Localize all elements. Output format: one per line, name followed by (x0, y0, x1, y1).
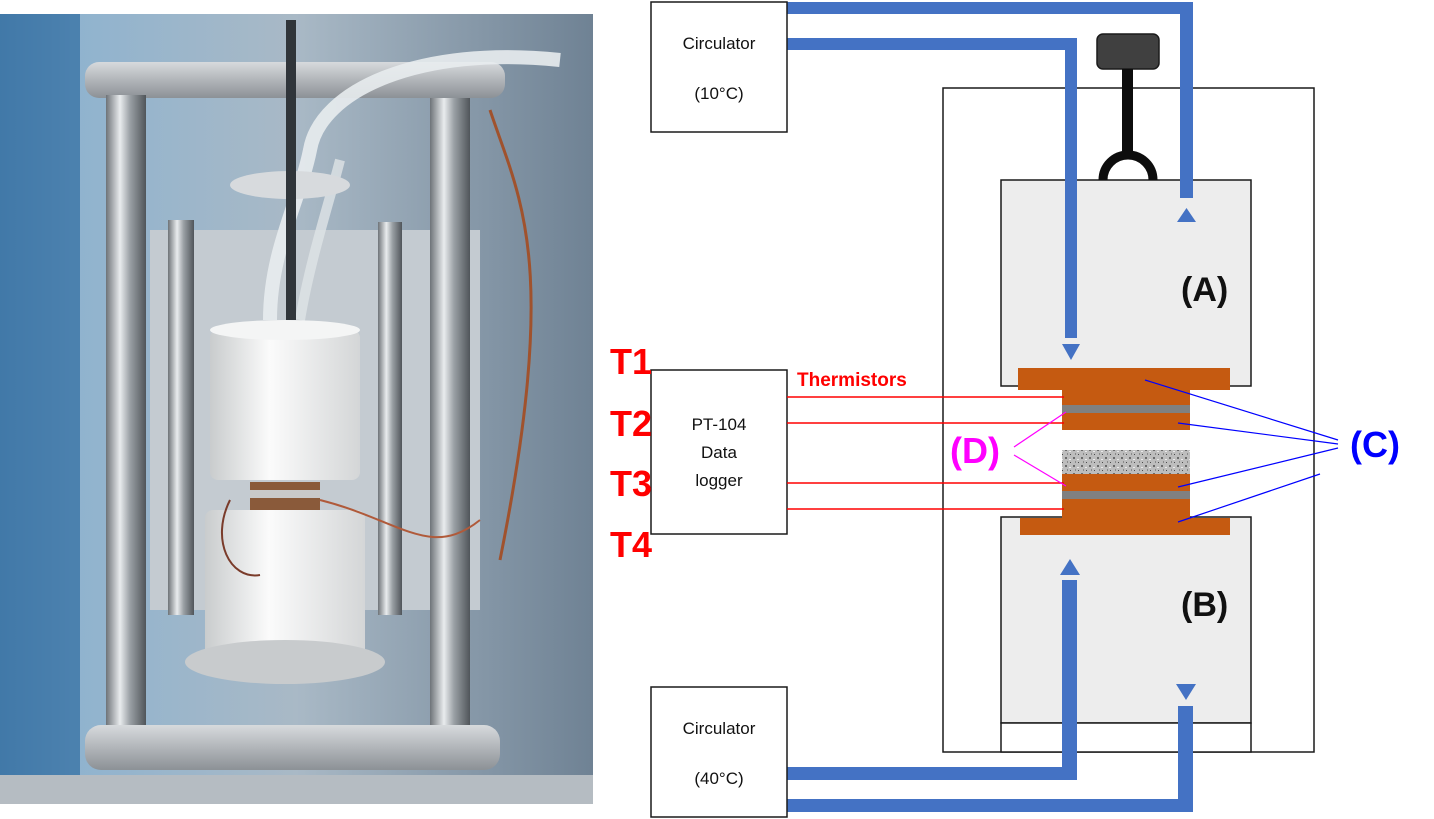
sample-specimen (1062, 450, 1190, 474)
apparatus-photo (0, 14, 593, 804)
label-c: (C) (1350, 424, 1400, 465)
chamber-b-base (1000, 722, 1252, 753)
label-d: (D) (950, 430, 1000, 471)
copper-plates (1018, 368, 1230, 535)
coolant-pipes (787, 2, 1196, 812)
logger-line3: logger (695, 471, 743, 490)
data-logger: PT-104 Data logger (650, 369, 788, 535)
sensor-t3: T3 (610, 463, 652, 504)
circulator-bottom-temp: (40°C) (694, 769, 743, 788)
label-a: (A) (1181, 271, 1228, 309)
circulator-bottom: Circulator (40°C) (650, 686, 788, 818)
circulator-top-temp: (10°C) (694, 84, 743, 103)
logger-line2: Data (701, 443, 737, 462)
logger-model: PT-104 (692, 415, 747, 434)
c-leader-lines (1144, 379, 1339, 523)
handle-icon (1096, 33, 1160, 181)
sensor-t1: T1 (610, 341, 652, 382)
sensor-t4: T4 (610, 524, 652, 565)
chamber-a (1000, 179, 1252, 387)
sensor-t2: T2 (610, 403, 652, 444)
thermistor-wires (787, 396, 1064, 510)
d-leader-lines (1013, 411, 1067, 487)
circulator-bottom-name: Circulator (683, 719, 756, 738)
circulator-top: Circulator (10°C) (650, 1, 788, 133)
thermistors-label: Thermistors (797, 370, 907, 391)
chamber-b (1000, 516, 1252, 724)
circulator-top-name: Circulator (683, 34, 756, 53)
label-b: (B) (1181, 586, 1228, 624)
